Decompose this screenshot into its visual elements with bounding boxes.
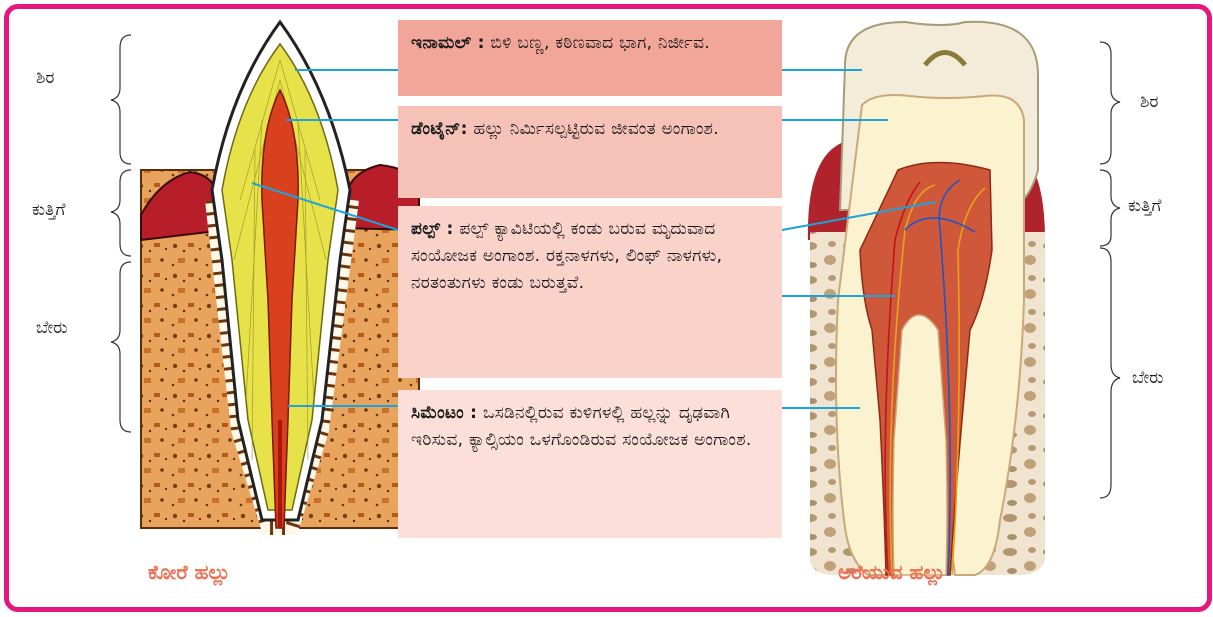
- molar-neck-bracket: [1100, 170, 1120, 246]
- cementum-description: ಸಿಮೆಂಟಂ : ಒಸಡಿನಲ್ಲಿರುವ ಕುಳಿಗಳಲ್ಲಿ ಹಲ್ಲನ್…: [398, 390, 782, 538]
- molar-crown-label: ಶಿರ: [1140, 92, 1158, 112]
- cementum-term: ಸಿಮೆಂಟಂ :: [411, 403, 477, 423]
- canine-neck-bracket: [111, 170, 131, 256]
- molar-neck-label: ಕುತ್ತಿಗೆ: [1128, 196, 1161, 216]
- dentine-text: ಹಲ್ಲು ನಿರ್ಮಿಸಲ್ಪಟ್ಟಿರುವ ಜೀವಂತ ಅಂಗಾಂಶ.: [468, 119, 719, 139]
- canine-tooth-drawing: [141, 22, 419, 528]
- pulp-text: ಪಲ್ಪ್ ಕ್ಯಾವಿಟಿಯಲ್ಲಿ ಕಂಡು ಬರುವ ಮೃದುವಾದ ಸಂ…: [411, 219, 722, 293]
- enamel-text: ಬಿಳಿ ಬಣ್ಣ, ಕಠಿಣವಾದ ಭಾಗ, ನಿರ್ಜೀವ.: [485, 33, 710, 53]
- canine-crown-bracket: [111, 35, 131, 164]
- molar-root-bracket: [1100, 248, 1120, 498]
- pulp-description: ಪಲ್ಪ್ : ಪಲ್ಪ್ ಕ್ಯಾವಿಟಿಯಲ್ಲಿ ಕಂಡು ಬರುವ ಮೃ…: [398, 206, 782, 378]
- pulp-term: ಪಲ್ಪ್ :: [411, 219, 454, 239]
- dentine-term: ಡೆಂಟೈನ್:: [411, 119, 468, 139]
- canine-root-label: ಬೇರು: [36, 318, 68, 338]
- enamel-description: ಇನಾಮಲ್ : ಬಿಳಿ ಬಣ್ಣ, ಕಠಿಣವಾದ ಭಾಗ, ನಿರ್ಜೀವ…: [398, 20, 782, 96]
- molar-crown-bracket: [1100, 42, 1120, 164]
- dentine-description: ಡೆಂಟೈನ್: ಹಲ್ಲು ನಿರ್ಮಿಸಲ್ಪಟ್ಟಿರುವ ಜೀವಂತ ಅ…: [398, 106, 782, 198]
- molar-tooth-drawing: [808, 22, 1045, 575]
- canine-caption: ಕೋರೆ ಹಲ್ಲು: [148, 560, 230, 584]
- canine-neck-label: ಕುತ್ತಿಗೆ: [32, 200, 65, 220]
- canine-root-bracket: [111, 262, 131, 432]
- canine-crown-label: ಶಿರ: [36, 68, 54, 88]
- molar-root-label: ಬೇರು: [1132, 368, 1164, 388]
- enamel-term: ಇನಾಮಲ್ :: [411, 33, 485, 53]
- molar-caption: ಅರೆಯುವ ಹಲ್ಲು: [838, 560, 945, 584]
